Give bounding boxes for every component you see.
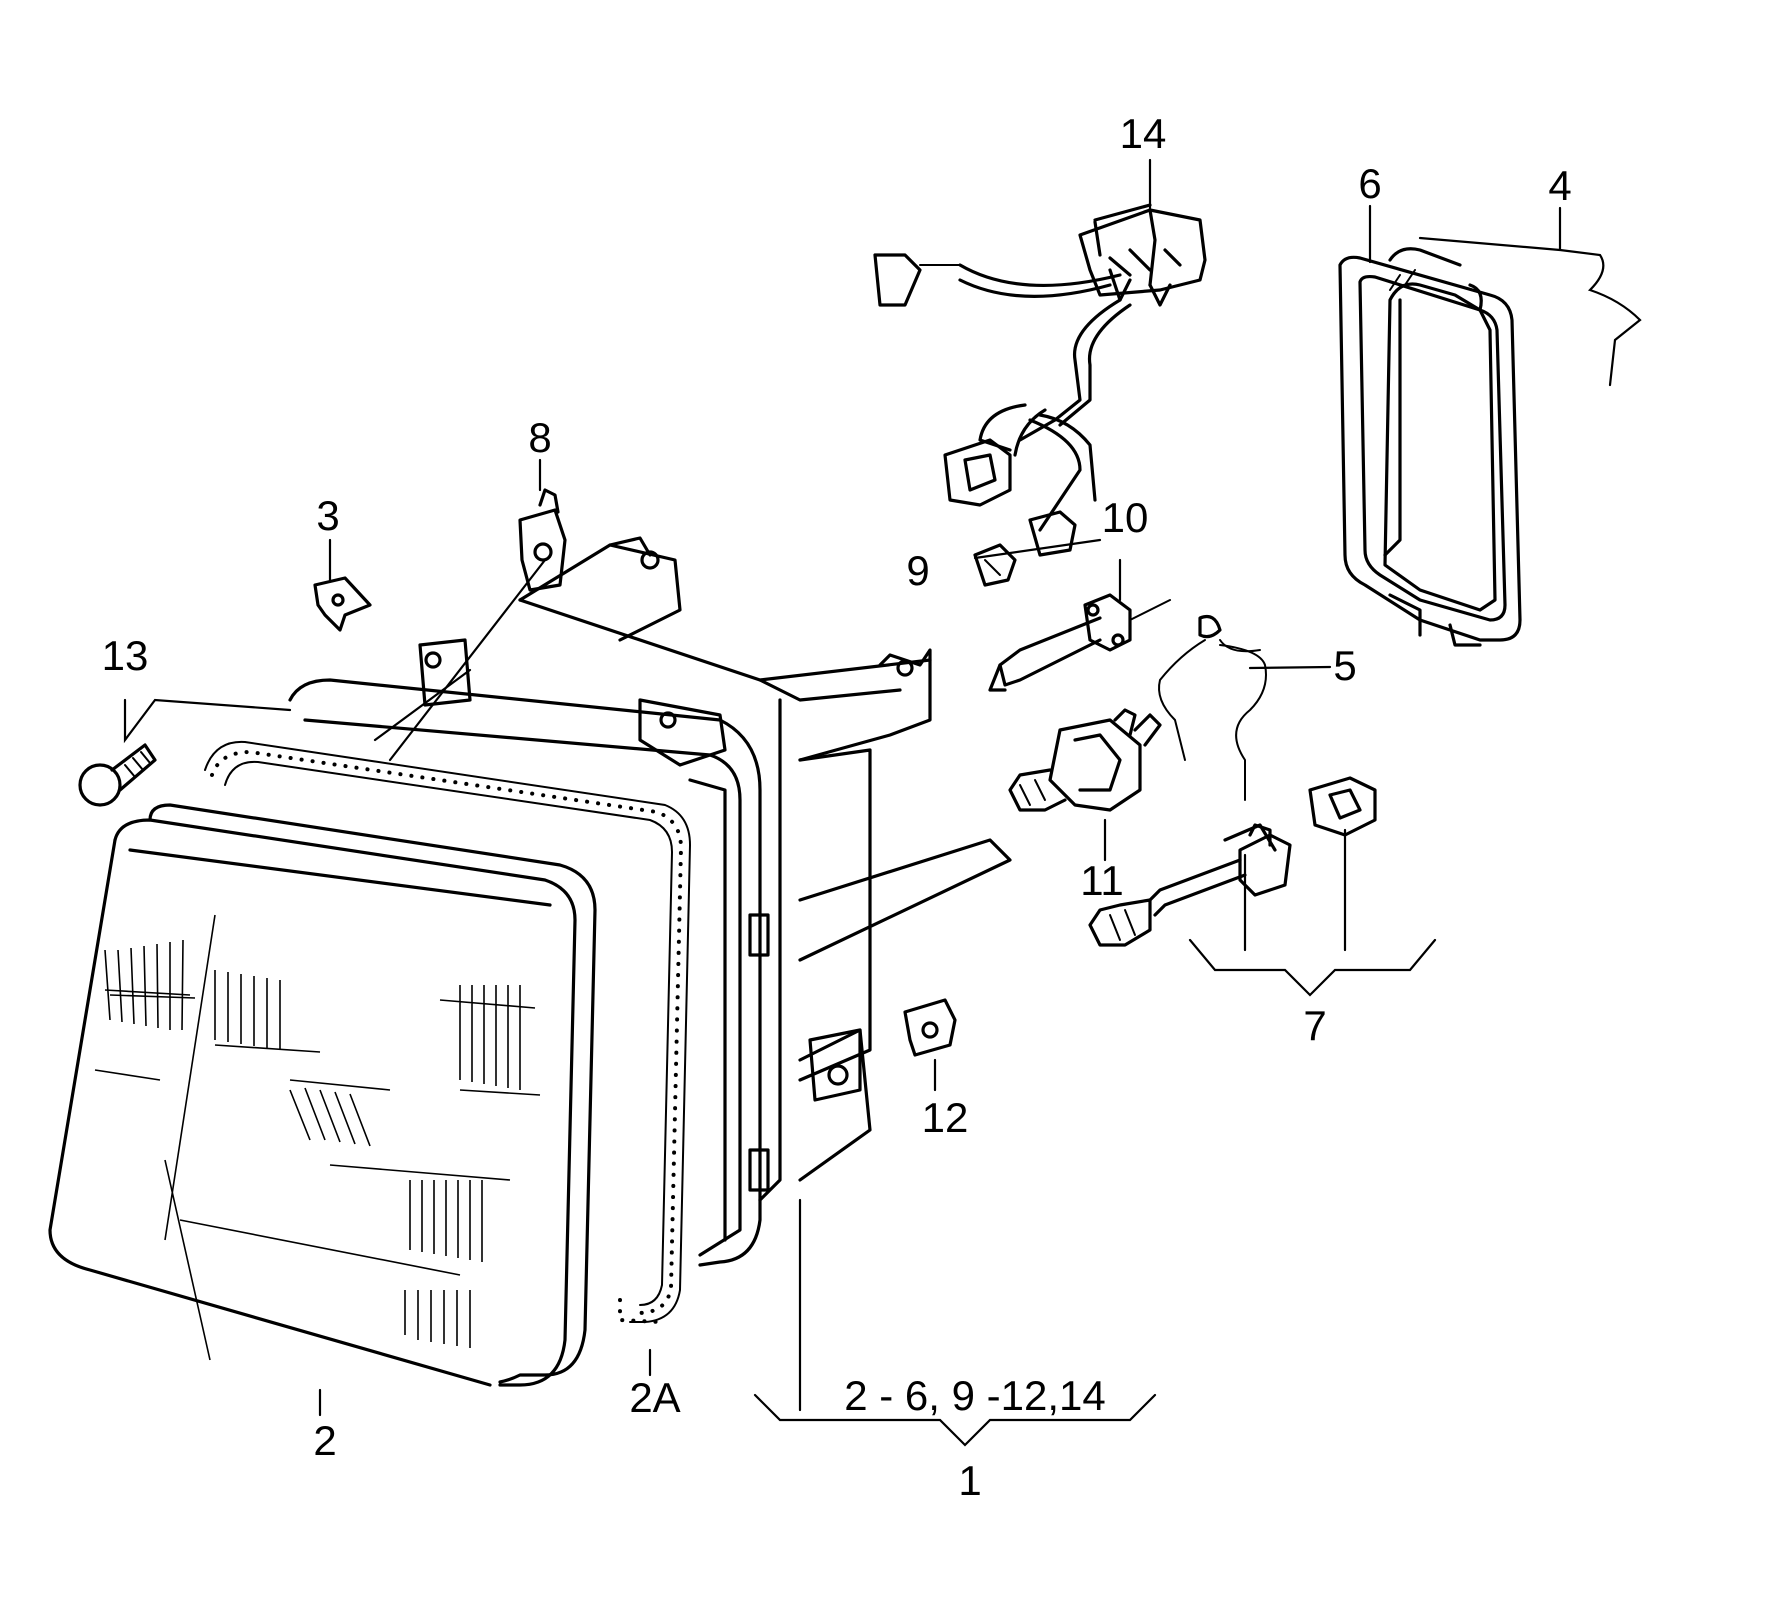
part-7-bulb-socket xyxy=(1088,776,1377,947)
part-6-cover-seal xyxy=(1338,247,1522,647)
callout-11: 11 xyxy=(1080,857,1124,904)
callout-6: 6 xyxy=(1358,160,1381,207)
part-13-screw xyxy=(78,743,157,807)
leader-lines xyxy=(123,158,1642,1447)
callout-3: 3 xyxy=(316,492,339,539)
callout-13: 13 xyxy=(102,632,149,679)
callout-1: 1 xyxy=(958,1457,981,1504)
part-12-clip xyxy=(903,998,957,1057)
headlight-lens xyxy=(48,803,597,1387)
callout-4: 4 xyxy=(1548,162,1571,209)
part-9-bulb xyxy=(973,543,1017,587)
callout-5: 5 xyxy=(1333,642,1356,689)
part-14-wiring-harness xyxy=(873,203,1207,557)
callout-14: 14 xyxy=(1120,110,1167,157)
callout-12: 12 xyxy=(922,1094,969,1141)
part-10-bulb xyxy=(988,593,1171,692)
callout-9: 9 xyxy=(906,547,929,594)
headlight-housing xyxy=(288,536,1012,1267)
part-11-bulb xyxy=(1008,708,1162,812)
callout-10: 10 xyxy=(1102,494,1149,541)
part-8-clip xyxy=(518,488,567,592)
callout-1-range: 2 - 6, 9 -12,14 xyxy=(844,1372,1106,1419)
callout-7: 7 xyxy=(1303,1002,1326,1049)
callout-2: 2 xyxy=(313,1417,336,1464)
callout-8: 8 xyxy=(528,414,551,461)
part-5-retaining-spring xyxy=(1158,614,1267,801)
part-3-clip xyxy=(313,576,372,632)
callout-2a: 2A xyxy=(629,1374,680,1421)
callouts: 14 6 4 8 3 10 9 13 5 11 7 12 2 2A 2 - 6,… xyxy=(102,110,1572,1504)
lens-seal xyxy=(204,740,692,1324)
